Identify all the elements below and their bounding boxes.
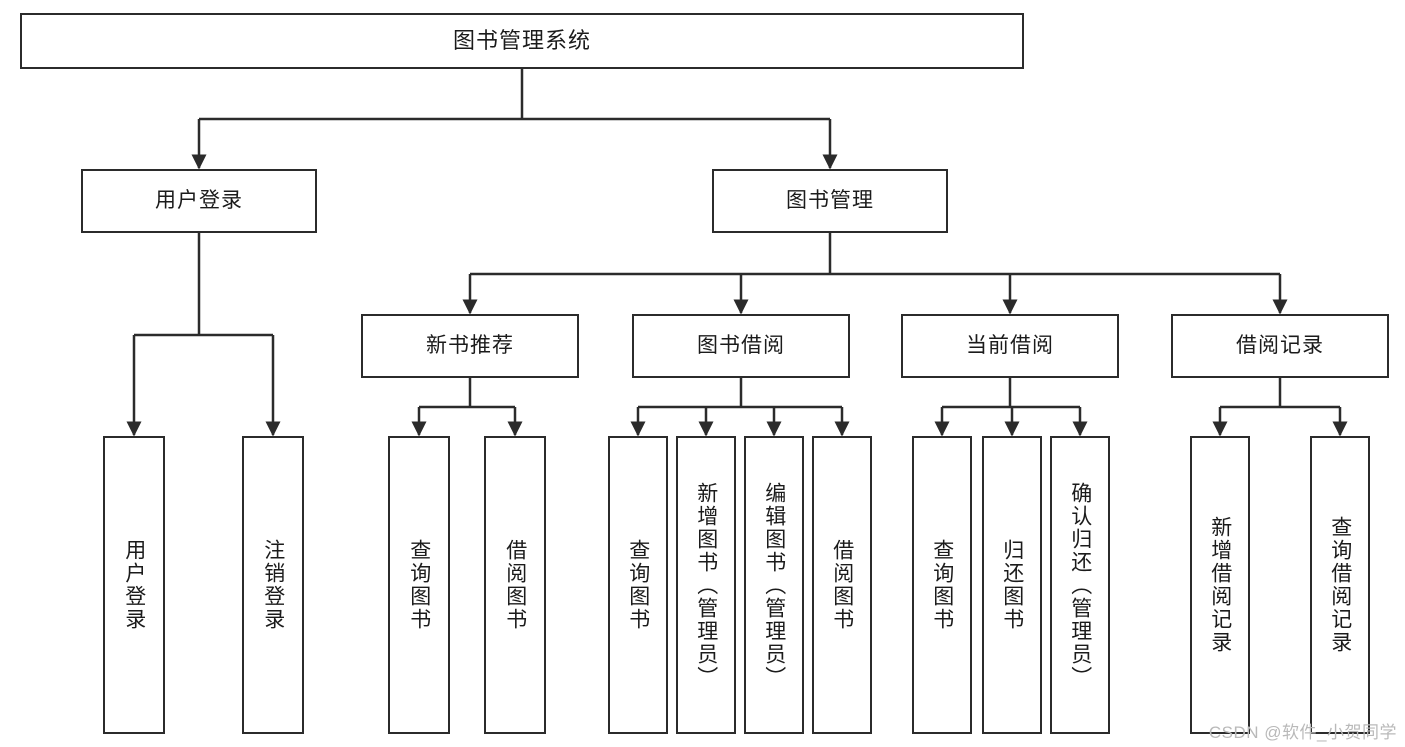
node-label: 图书管理系统 [452,27,591,53]
node-l3_0[interactable]: 新书推荐 [361,314,579,378]
node-leaf_2[interactable]: 查询图书 [388,436,450,734]
node-leaf_10[interactable]: 确认归还（管理员） [1050,436,1110,734]
node-label: 查询图书 [407,539,431,631]
node-label: 新书推荐 [426,334,514,358]
node-label: 图书管理 [786,189,874,213]
watermark-text: CSDN @软件_小贺同学 [1208,723,1397,742]
node-leaf_0[interactable]: 用户登录 [103,436,165,734]
node-leaf_6[interactable]: 编辑图书（管理员） [744,436,804,734]
node-label: 查询借阅记录 [1328,516,1352,654]
node-leaf_9[interactable]: 归还图书 [982,436,1042,734]
node-label: 确认归还（管理员） [1068,481,1092,689]
node-label: 归还图书 [1000,539,1024,631]
node-leaf_11[interactable]: 新增借阅记录 [1190,436,1250,734]
node-label: 新增图书（管理员） [694,481,718,689]
node-leaf_1[interactable]: 注销登录 [242,436,304,734]
node-l2_1[interactable]: 图书管理 [712,169,948,233]
node-root[interactable]: 图书管理系统 [20,13,1024,69]
node-l3_1[interactable]: 图书借阅 [632,314,850,378]
node-label: 新增借阅记录 [1208,516,1232,654]
node-label: 借阅图书 [830,539,854,631]
node-leaf_3[interactable]: 借阅图书 [484,436,546,734]
node-l3_2[interactable]: 当前借阅 [901,314,1119,378]
node-label: 借阅图书 [503,539,527,631]
node-label: 注销登录 [261,539,285,631]
node-label: 查询图书 [626,539,650,631]
node-label: 编辑图书（管理员） [762,481,786,689]
node-l2_0[interactable]: 用户登录 [81,169,317,233]
node-label: 用户登录 [122,539,146,631]
node-label: 当前借阅 [966,334,1054,358]
node-leaf_7[interactable]: 借阅图书 [812,436,872,734]
node-leaf_4[interactable]: 查询图书 [608,436,668,734]
node-leaf_5[interactable]: 新增图书（管理员） [676,436,736,734]
node-label: 图书借阅 [697,334,785,358]
node-label: 查询图书 [930,539,954,631]
node-label: 用户登录 [155,189,243,213]
node-leaf_12[interactable]: 查询借阅记录 [1310,436,1370,734]
node-l3_3[interactable]: 借阅记录 [1171,314,1389,378]
node-label: 借阅记录 [1236,334,1324,358]
node-leaf_8[interactable]: 查询图书 [912,436,972,734]
